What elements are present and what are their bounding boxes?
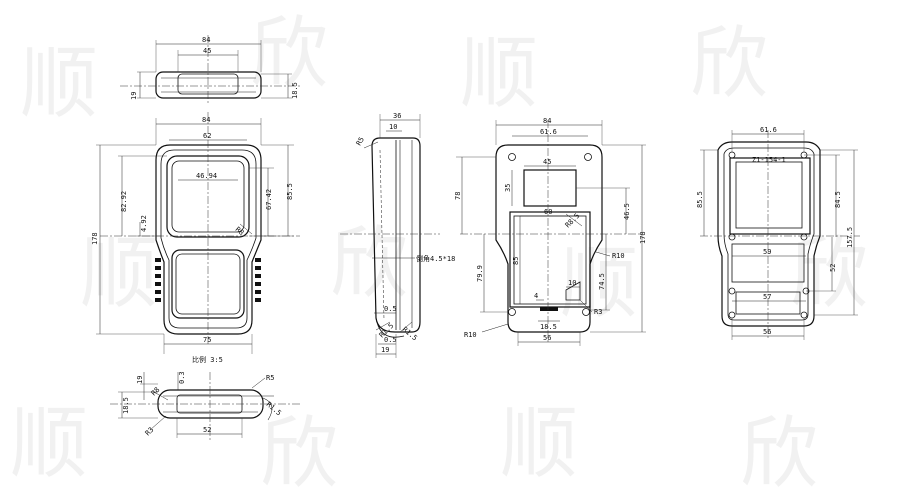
dim-label: 84 xyxy=(543,117,551,125)
screw-hole xyxy=(728,151,736,159)
screw-hole xyxy=(584,153,592,161)
dim-label: 10 xyxy=(568,279,576,287)
screw-hole xyxy=(582,308,590,316)
screw-hole xyxy=(728,233,736,241)
dim-label: R5 xyxy=(355,136,366,147)
inner-view: 84 61.6 45 35 78 60 46.5 R8.5 178 R10 85 xyxy=(454,117,647,346)
dim-label: 18.5 xyxy=(122,397,130,414)
dim-label: 19 xyxy=(136,376,144,384)
dim-label: 36 xyxy=(393,112,401,120)
inner-view-screen-frame xyxy=(523,169,577,207)
watermark-glyph: 欣 xyxy=(740,409,818,499)
dim-label: 18.5 xyxy=(540,323,557,331)
watermark-glyph: 顺 xyxy=(460,29,538,119)
dim-label: R3 xyxy=(144,426,156,438)
left-grip xyxy=(155,258,161,302)
watermark-glyph: 欣 xyxy=(260,409,338,499)
watermark-glyph: 欣 xyxy=(790,229,868,319)
back-view-body xyxy=(717,141,821,327)
watermark-glyph: 顺 xyxy=(20,39,98,129)
dim-label: 62 xyxy=(203,132,211,140)
dim-label: R3 xyxy=(594,308,602,316)
back-view: Z1-154-1 61.6 85.5 84.5 157.5 52 xyxy=(696,126,860,340)
chamfer-label: 倒角4.5*18 xyxy=(416,254,455,263)
dim-label: 59 xyxy=(763,248,771,256)
screw-hole xyxy=(728,287,736,295)
watermark-glyph: 欣 xyxy=(250,9,328,99)
dim-label: 18.5 xyxy=(291,82,299,99)
dim-label: 45 xyxy=(203,47,211,55)
dim-label: 19 xyxy=(381,346,389,354)
dim-label: 78 xyxy=(454,192,462,200)
watermark-glyph: 顺 xyxy=(10,399,88,489)
dim-label: 178 xyxy=(91,232,99,245)
dim-label: 85.5 xyxy=(286,183,294,200)
dim-label: 85 xyxy=(512,257,520,265)
dim-label: 10 xyxy=(389,123,397,131)
watermark-glyph: 顺 xyxy=(500,399,578,489)
dim-label: 56 xyxy=(543,334,551,342)
watermark-glyph: 顺 xyxy=(80,229,158,319)
dim-label: 52 xyxy=(829,264,837,272)
screw-hole xyxy=(728,311,736,319)
dim-label: 67.42 xyxy=(265,189,273,210)
dim-label: 0.5 xyxy=(384,305,397,313)
dim-label: 84 xyxy=(202,116,210,124)
screw-hole xyxy=(800,233,808,241)
back-view-screen xyxy=(729,157,811,235)
dim-label: R8 xyxy=(150,386,162,398)
top-view: 84 45 19 18.5 xyxy=(120,35,300,104)
dim-label: 61.6 xyxy=(760,126,777,134)
dim-label: 57 xyxy=(763,293,771,301)
watermark-glyph: 欣 xyxy=(690,19,768,109)
dim-label: 74.5 xyxy=(598,273,606,290)
watermark: 顺 欣 顺 欣 顺 欣 顺 欣 顺 欣 顺 欣 xyxy=(10,9,868,499)
dim-label: R5 xyxy=(266,374,274,382)
dim-label: 79.9 xyxy=(476,265,484,282)
side-view-body xyxy=(371,137,421,333)
dim-label: 4.92 xyxy=(140,215,148,232)
screw-hole xyxy=(508,308,516,316)
dim-label: R10 xyxy=(612,252,625,260)
dim-label: 56 xyxy=(763,328,771,336)
dim-label: 0.5 xyxy=(384,336,397,344)
dim-label: 0.3 xyxy=(178,371,186,384)
dim-label: 82.92 xyxy=(120,191,128,212)
dim-label: 46.94 xyxy=(196,172,217,180)
dim-label: 84.5 xyxy=(834,191,842,208)
screw-hole xyxy=(508,153,516,161)
dim-label: 46.5 xyxy=(623,203,631,220)
dim-label: 61.6 xyxy=(540,128,557,136)
dim-label: 60 xyxy=(544,208,552,216)
dim-label: 178 xyxy=(639,231,647,244)
top-view-body xyxy=(155,71,262,99)
dim-label: R1.5 xyxy=(401,325,419,342)
dim-label: 75 xyxy=(203,336,211,344)
dim-label: 157.5 xyxy=(846,227,854,248)
dim-label: 85.5 xyxy=(696,191,704,208)
dim-label: 52 xyxy=(203,426,211,434)
watermark-glyph: 顺 xyxy=(560,239,638,329)
dim-label: 45 xyxy=(543,158,551,166)
right-grip xyxy=(255,258,261,302)
dim-label: R10 xyxy=(464,331,477,339)
dim-label: 4 xyxy=(534,292,538,300)
front-view-body xyxy=(155,144,262,335)
dim-label: 35 xyxy=(504,184,512,192)
dim-label: 19 xyxy=(130,92,138,100)
scale-label: 比例 3:5 xyxy=(192,355,223,364)
front-view: 84 62 46.94 178 82.92 4.92 67.42 85.5 R8 xyxy=(91,112,300,364)
dim-label: 84 xyxy=(202,36,210,44)
part-number-label: Z1-154-1 xyxy=(752,156,786,164)
dim-label: R8 xyxy=(234,225,246,237)
